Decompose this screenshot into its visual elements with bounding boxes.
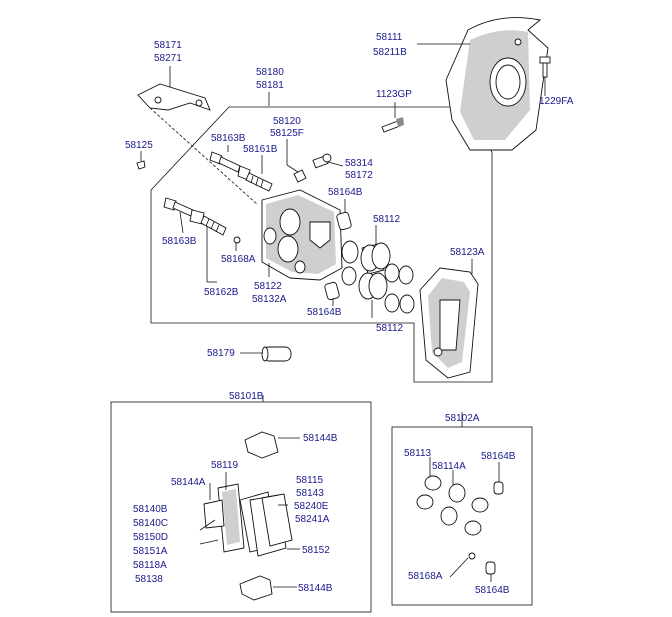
label-58314: 58314 — [345, 158, 373, 169]
piston-upper — [341, 240, 414, 285]
label-58119: 58119 — [211, 460, 239, 471]
label-58113: 58113 — [404, 448, 432, 459]
label-58115: 58115 — [296, 475, 324, 486]
caliper-body — [261, 189, 343, 281]
part-labels: 58171 58271 58180 58181 58111 58211B 112… — [125, 32, 574, 596]
bolt-58163b-top — [209, 151, 241, 173]
label-58140c: 58140C — [133, 518, 168, 529]
pin-58179 — [261, 346, 292, 362]
bracket-58171 — [137, 83, 211, 111]
bolt-58161b — [237, 165, 273, 192]
label-58163b-left: 58163B — [162, 236, 197, 247]
sleeve-58164b-mid — [324, 281, 340, 301]
cap-58168a — [233, 236, 241, 244]
label-58171: 58171 — [154, 40, 182, 51]
label-58164b-kit1: 58164B — [481, 451, 516, 462]
label-58168a-top: 58168A — [221, 254, 256, 265]
label-58151a: 58151A — [133, 546, 168, 557]
label-58164b-top: 58164B — [328, 187, 363, 198]
label-58181: 58181 — [256, 80, 284, 91]
label-58111: 58111 — [376, 32, 403, 43]
pad-kit-frame — [110, 401, 372, 613]
label-58112-top: 58112 — [373, 214, 401, 225]
label-58125: 58125 — [125, 140, 153, 151]
label-58125f: 58125F — [270, 128, 304, 139]
label-58101b: 58101B — [229, 391, 264, 402]
label-58140b: 58140B — [133, 504, 168, 515]
label-58179: 58179 — [207, 348, 235, 359]
label-58211b: 58211B — [373, 47, 407, 58]
label-1229fa: 1229FA — [539, 96, 574, 107]
label-58112-bot: 58112 — [376, 323, 404, 334]
label-58180: 58180 — [256, 67, 284, 78]
label-58144a: 58144A — [171, 477, 206, 488]
bracket-dashed-leader — [149, 107, 259, 206]
bolt-1123gp — [381, 117, 404, 133]
leader-lines — [140, 43, 546, 588]
label-58164b-kit2: 58164B — [475, 585, 510, 596]
label-58152: 58152 — [302, 545, 330, 556]
bleeder-screw — [293, 153, 332, 183]
label-58240e: 58240E — [294, 501, 329, 512]
sleeve-58164b-top — [336, 211, 352, 231]
label-58164b-mid: 58164B — [307, 307, 342, 318]
label-58150d: 58150D — [133, 532, 168, 543]
label-58168a-kit: 58168A — [408, 571, 443, 582]
label-58241a: 58241A — [295, 514, 330, 525]
brake-pads — [203, 483, 293, 557]
seal-kit-parts — [416, 475, 504, 575]
label-58123a: 58123A — [450, 247, 485, 258]
label-58144b-bot: 58144B — [298, 583, 333, 594]
label-58120: 58120 — [273, 116, 301, 127]
label-58163b-top: 58163B — [211, 133, 246, 144]
label-58271: 58271 — [154, 53, 182, 64]
label-58138: 58138 — [135, 574, 163, 585]
clip-58125 — [136, 160, 146, 170]
label-58162b: 58162B — [204, 287, 239, 298]
bolt-58163b-left — [163, 197, 194, 217]
label-58132a: 58132A — [252, 294, 287, 305]
pad-clip-top — [244, 431, 279, 459]
piston-lower — [341, 266, 415, 314]
label-58161b: 58161B — [243, 144, 278, 155]
label-58143: 58143 — [296, 488, 324, 499]
caliper-carrier — [419, 267, 479, 379]
label-58102a: 58102A — [445, 413, 480, 424]
label-58144b-top: 58144B — [303, 433, 338, 444]
label-58122: 58122 — [254, 281, 282, 292]
label-1123gp: 1123GP — [376, 89, 412, 100]
dust-shield — [445, 17, 549, 151]
label-58114a: 58114A — [432, 461, 466, 472]
label-58172: 58172 — [345, 170, 373, 181]
bolt-58162b — [189, 209, 227, 236]
pad-clip-bottom — [239, 575, 273, 601]
label-58118a: 58118A — [133, 560, 167, 571]
